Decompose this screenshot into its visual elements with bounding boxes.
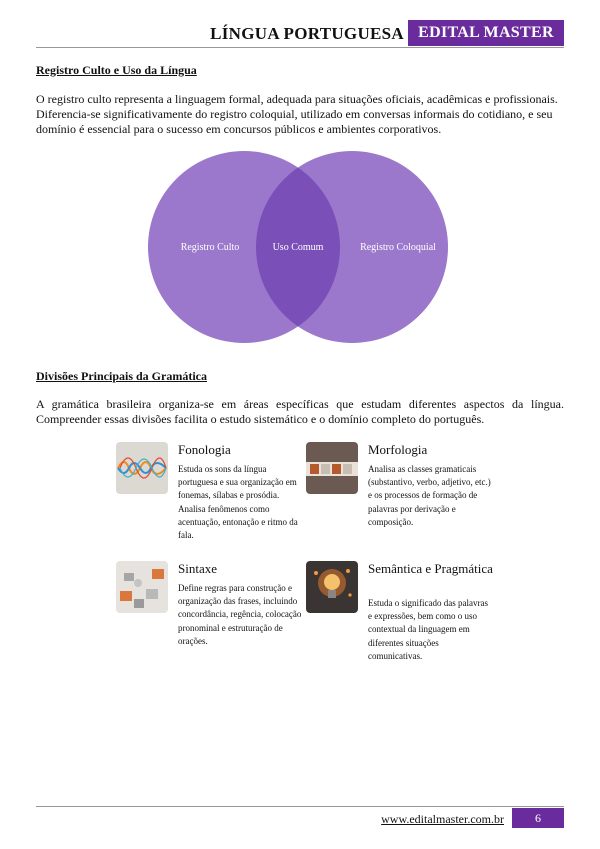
footer-website-link[interactable]: www.editalmaster.com.br (381, 812, 504, 826)
card-description: Estuda os sons da língua portuguesa e su… (178, 464, 298, 541)
venn-label-culto: Registro Culto (181, 242, 240, 253)
venn-diagram: Registro Culto Uso Comum Registro Coloqu… (148, 151, 448, 343)
page-number: 6 (512, 808, 564, 828)
header-subject: LÍNGUA PORTUGUESA (210, 24, 404, 43)
puzzle-pieces-icon (116, 561, 168, 613)
venn-label-coloquial: Registro Coloquial (360, 242, 436, 253)
card-title: Morfologia (368, 442, 428, 457)
section-heading-registro: Registro Culto e Uso da Língua (36, 63, 197, 77)
section-paragraph-registro: O registro culto representa a linguagem … (36, 92, 558, 136)
card-description: Estuda o significado das palavras e expr… (368, 598, 488, 661)
card-fonologia: Fonologia Estuda os sons da língua portu… (116, 442, 298, 552)
card-title: Fonologia (178, 442, 231, 457)
card-description: Analisa as classes gramaticais (substant… (368, 464, 491, 527)
section-heading-divisoes: Divisões Principais da Gramática (36, 369, 207, 383)
sound-wave-icon (116, 442, 168, 494)
section-paragraph-divisoes: A gramática brasileira organiza-se em ár… (36, 397, 564, 426)
card-description: Define regras para construção e organiza… (178, 583, 302, 646)
card-title: Sintaxe (178, 561, 217, 576)
card-morfologia: Morfologia Analisa as classes gramaticai… (306, 442, 491, 542)
page-header: LÍNGUA PORTUGUESA EDITAL MASTER (36, 20, 564, 48)
venn-overlap (256, 151, 340, 343)
header-brand-badge: EDITAL MASTER (408, 20, 564, 46)
footer-divider (36, 806, 564, 807)
letter-blocks-icon (306, 442, 358, 494)
card-sintaxe: Sintaxe Define regras para construção e … (116, 561, 301, 661)
card-title: Semântica e Pragmática (368, 561, 493, 576)
header-divider (36, 47, 564, 48)
light-bulb-icon (306, 561, 358, 613)
venn-label-comum: Uso Comum (273, 242, 324, 253)
card-semantica-pragmatica: Semântica e Pragmática Estuda o signific… (306, 561, 493, 671)
